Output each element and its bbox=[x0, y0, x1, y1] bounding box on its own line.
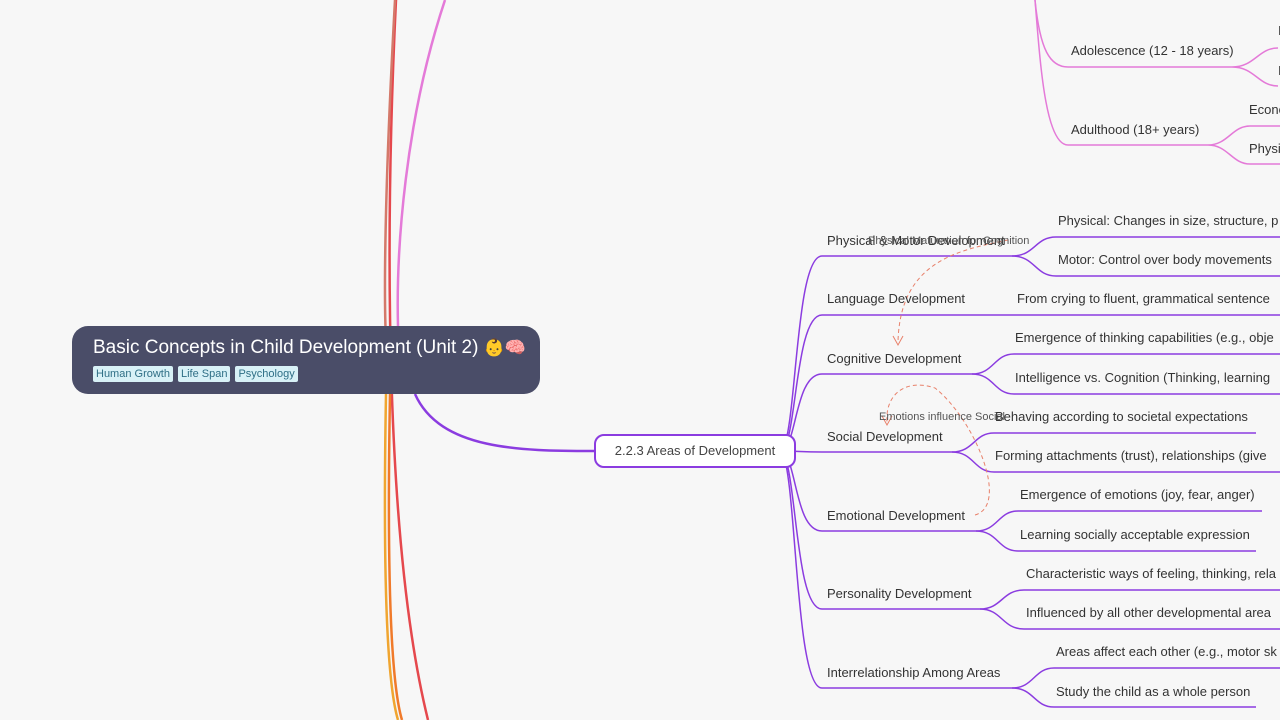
cognitive-child-2[interactable]: Intelligence vs. Cognition (Thinking, le… bbox=[1015, 370, 1271, 385]
stage-line-adulthood bbox=[1034, 0, 1208, 146]
tag-human-growth[interactable]: Human Growth bbox=[93, 366, 173, 382]
root-title: Basic Concepts in Child Development (Uni… bbox=[93, 336, 526, 360]
root-node[interactable]: Basic Concepts in Child Development (Uni… bbox=[72, 326, 540, 394]
cognitive-child-1[interactable]: Emergence of thinking capabilities (e.g.… bbox=[1015, 330, 1274, 345]
baby-brain-emoji: 👶🧠 bbox=[483, 338, 527, 357]
language-child-1[interactable]: From crying to fluent, grammatical sente… bbox=[1017, 291, 1270, 306]
social-child-2[interactable]: Forming attachments (trust), relationshi… bbox=[995, 448, 1267, 463]
node-adulthood[interactable]: Adulthood (18+ years) bbox=[1071, 122, 1200, 137]
branch-line-orange bbox=[387, 393, 404, 720]
emotional-child-1[interactable]: Emergence of emotions (joy, fear, anger) bbox=[1020, 487, 1255, 502]
tag-psychology[interactable]: Psychology bbox=[235, 366, 298, 382]
area-emotional[interactable]: Emotional Development bbox=[827, 508, 966, 523]
personality-child-2[interactable]: Influenced by all other developmental ar… bbox=[1026, 605, 1271, 620]
stage-sub-lines bbox=[1207, 47, 1280, 165]
area-physical-motor[interactable]: Physical & Motor Development bbox=[827, 233, 1005, 248]
area-personality[interactable]: Personality Development bbox=[827, 586, 972, 601]
hub-areas-of-development[interactable]: 2.2.3 Areas of Development bbox=[594, 434, 796, 468]
area-language[interactable]: Language Development bbox=[827, 291, 966, 306]
branch-line-pink bbox=[396, 0, 447, 327]
relation-arrowhead-1 bbox=[892, 335, 904, 347]
node-adulthood-child-2[interactable]: Physi bbox=[1249, 141, 1280, 156]
physical-child-2[interactable]: Motor: Control over body movements bbox=[1058, 252, 1272, 267]
area-cognitive[interactable]: Cognitive Development bbox=[827, 351, 962, 366]
branch-line-hub bbox=[413, 393, 595, 453]
interrelationship-child-2[interactable]: Study the child as a whole person bbox=[1056, 684, 1251, 699]
relation-physical-cognitive bbox=[897, 239, 1009, 343]
branch-line-amber bbox=[383, 393, 400, 720]
branch-line-salmon bbox=[383, 0, 397, 341]
relation-arrowhead-2 bbox=[881, 415, 893, 427]
node-adolescence-child-2[interactable]: I bbox=[1278, 63, 1280, 78]
interrelationship-child-1[interactable]: Areas affect each other (e.g., motor sk bbox=[1056, 644, 1277, 659]
root-tags: Human Growth Life Span Psychology bbox=[93, 366, 519, 382]
personality-child-1[interactable]: Characteristic ways of feeling, thinking… bbox=[1026, 566, 1277, 581]
annotation-physical-maturation[interactable]: Physical Maturation for Cognition bbox=[868, 235, 1030, 247]
physical-child-1[interactable]: Physical: Changes in size, structure, p bbox=[1058, 213, 1279, 228]
node-adulthood-child-1[interactable]: Econo bbox=[1249, 102, 1280, 117]
node-adolescence-child-1[interactable]: I bbox=[1278, 23, 1280, 38]
node-adolescence[interactable]: Adolescence (12 - 18 years) bbox=[1071, 43, 1234, 58]
annotation-emotions-social[interactable]: Emotions influence Social bbox=[879, 411, 1005, 423]
child-lines bbox=[951, 236, 1280, 708]
root-title-text: Basic Concepts in Child Development (Uni… bbox=[93, 337, 479, 358]
area-social[interactable]: Social Development bbox=[827, 429, 943, 444]
area-lines bbox=[781, 255, 1012, 689]
social-child-1[interactable]: Behaving according to societal expectati… bbox=[995, 409, 1248, 424]
area-interrelationship[interactable]: Interrelationship Among Areas bbox=[827, 665, 1001, 680]
relation-emotional-social bbox=[886, 384, 990, 516]
tag-life-span[interactable]: Life Span bbox=[177, 366, 231, 382]
emotional-child-2[interactable]: Learning socially acceptable expression bbox=[1020, 527, 1250, 542]
